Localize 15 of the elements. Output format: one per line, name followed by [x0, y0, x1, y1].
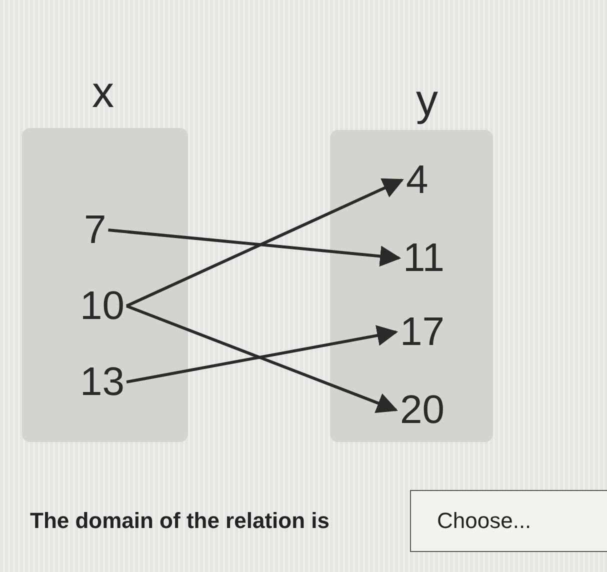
- value-text: 13: [80, 362, 124, 402]
- value-text: 7: [84, 210, 106, 250]
- variable-heading: x: [92, 68, 114, 118]
- question-text: The domain of the relation is: [30, 508, 330, 534]
- value-text: 11: [403, 238, 445, 278]
- value-text: 20: [400, 390, 444, 430]
- dropdown: Choose...: [410, 490, 607, 552]
- value-text: 4: [406, 160, 428, 200]
- arrow: [108, 228, 402, 267]
- variable-heading: y: [416, 76, 438, 126]
- value-text: 17: [400, 312, 444, 352]
- value-text: 10: [80, 286, 124, 326]
- arrow: [126, 325, 398, 384]
- arrow: [126, 178, 404, 308]
- arrow: [126, 304, 398, 413]
